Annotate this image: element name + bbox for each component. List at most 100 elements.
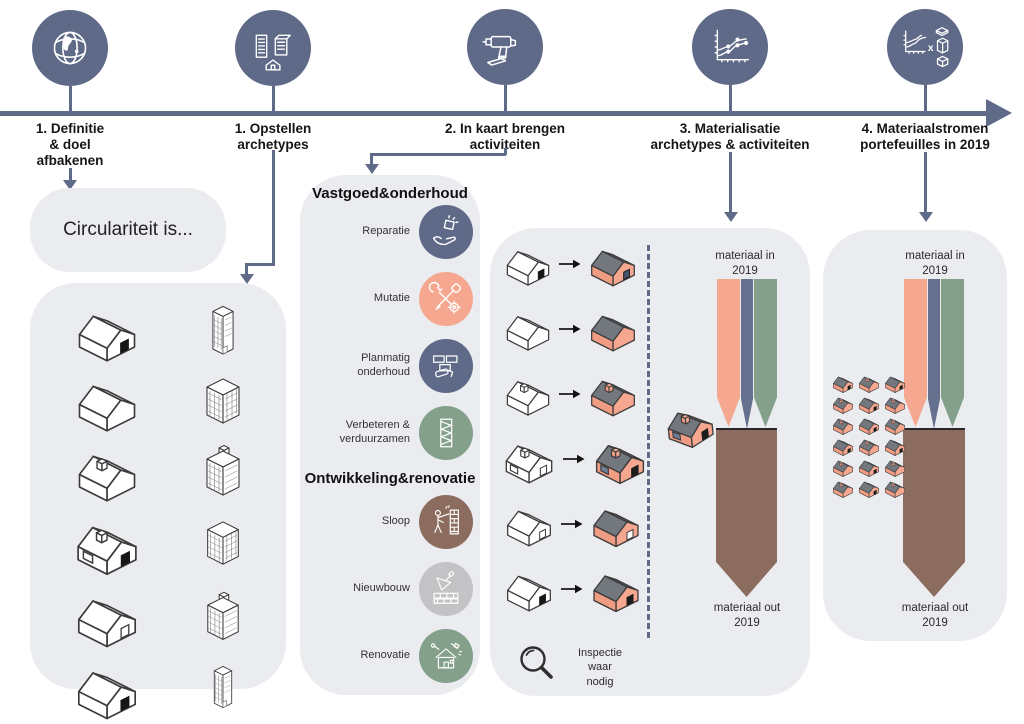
wrench-screwdriver-icon xyxy=(428,281,462,314)
drill-icon xyxy=(482,35,517,66)
house-icon xyxy=(67,437,147,507)
house-before-icon xyxy=(498,367,558,420)
connector-step5 xyxy=(924,152,927,213)
building-icon xyxy=(200,589,246,646)
material-in-arrow-blue xyxy=(741,279,753,429)
connector-step1-arrowhead-icon xyxy=(63,180,77,190)
buildings-icon xyxy=(255,34,291,71)
connector-step3-v xyxy=(504,148,507,155)
activity-row-planmatig: Planmatig onderhoud xyxy=(303,339,473,393)
step2-circle xyxy=(235,10,311,86)
activity-label: Reparatie xyxy=(362,225,410,238)
house-after-icon xyxy=(584,495,648,552)
activity-label: Verbeteren & verduurzamen xyxy=(339,419,410,445)
building-icon xyxy=(201,303,245,362)
connector-step4-arrowhead-icon xyxy=(723,212,738,222)
section-title-ontwikkeling: Ontwikkeling&renovatie xyxy=(304,470,476,487)
activity-row-sloop: Sloop xyxy=(303,495,473,549)
chart-times-portfolio-icon: x xyxy=(903,27,949,68)
step5-label: 4. Materiaalstromen portefeuilles in 201… xyxy=(860,121,990,152)
connector-step2-h xyxy=(245,263,275,266)
activity-circle xyxy=(419,562,473,616)
activity-circle xyxy=(419,495,473,549)
step2-stem xyxy=(272,86,275,111)
house-pair-row xyxy=(498,236,644,291)
material-in-label: materiaal in 2019 xyxy=(905,250,965,277)
material-in-arrow-green xyxy=(754,279,777,427)
ground-line xyxy=(903,428,965,430)
transform-arrow-icon xyxy=(561,584,583,593)
globe-icon xyxy=(53,31,87,65)
svg-text:x: x xyxy=(928,43,934,54)
material-out-label: materiaal out 2019 xyxy=(901,602,969,629)
activity-label: Planmatig onderhoud xyxy=(357,352,410,378)
transform-arrow-icon xyxy=(561,519,583,528)
connector-step2-v2 xyxy=(245,263,248,275)
activity-label: Mutatie xyxy=(373,292,410,305)
archetype-house-icon xyxy=(655,393,725,456)
line-chart-icon xyxy=(714,29,750,63)
step3-stem xyxy=(504,85,507,111)
section-title-vastgoed: Vastgoed&onderhoud xyxy=(312,185,468,202)
house-pair-row xyxy=(498,301,644,356)
transform-arrow-icon xyxy=(559,324,581,333)
building-icon xyxy=(204,661,242,717)
timeline-line xyxy=(0,111,988,116)
connector-step2-arrowhead-icon xyxy=(239,274,254,284)
portfolio-house-grid xyxy=(830,372,914,498)
step1-circle xyxy=(32,10,108,86)
house-after-icon xyxy=(586,429,654,489)
connector-step5-arrowhead-icon xyxy=(918,212,933,222)
ground-line xyxy=(716,428,777,430)
definition-text: Circulariteit is... xyxy=(63,219,193,240)
panel-divider xyxy=(647,245,650,638)
step5-circle: x xyxy=(887,9,963,85)
house-pair-row xyxy=(498,560,648,617)
house-icon xyxy=(66,653,148,724)
small-house-icon xyxy=(829,475,857,500)
magnifier-icon xyxy=(520,646,553,679)
house-before-icon xyxy=(496,430,562,488)
building-icon xyxy=(199,374,247,430)
house-after-icon xyxy=(584,560,648,617)
material-in-arrow-salmon xyxy=(904,279,927,427)
inspection-note: Inspectie waar nodig xyxy=(577,647,623,688)
connector-step3-h xyxy=(370,153,506,156)
activity-label: Sloop xyxy=(381,515,410,528)
house-tools-icon xyxy=(430,642,463,669)
step3-label: 2. In kaart brengen activiteiten xyxy=(444,121,566,152)
house-after-icon xyxy=(582,366,644,421)
house-after-icon xyxy=(582,301,644,356)
activity-circle xyxy=(419,272,473,326)
house-before-icon xyxy=(498,496,560,551)
activity-circle xyxy=(419,629,473,683)
insulation-icon xyxy=(440,418,453,448)
house-icon xyxy=(66,581,148,653)
bricks-roller-icon xyxy=(433,355,458,378)
step1-label: 1. Definitie & doel afbakenen xyxy=(35,121,105,168)
transform-arrow-icon xyxy=(563,454,585,464)
material-in-label: materiaal in 2019 xyxy=(715,250,775,277)
material-out-arrow xyxy=(903,430,965,597)
step2-label: 1. Opstellen archetypes xyxy=(234,121,312,152)
house-icon xyxy=(65,507,149,581)
house-icon xyxy=(67,297,147,367)
building-icon xyxy=(200,517,246,571)
activity-circle xyxy=(419,205,473,259)
activity-row-verbeteren: Verbeteren & verduurzamen xyxy=(303,406,473,460)
building-icon xyxy=(199,442,247,502)
house-icon xyxy=(67,367,147,437)
connector-step1 xyxy=(69,168,72,181)
trowel-bricks-icon xyxy=(433,571,459,604)
activity-row-renovatie: Renovatie xyxy=(303,629,473,683)
activity-row-mutatie: Mutatie xyxy=(303,272,473,326)
house-before-icon xyxy=(498,302,558,355)
step4-label: 3. Materialisatie archetypes & activitei… xyxy=(650,121,810,152)
activity-label: Renovatie xyxy=(360,649,410,662)
house-before-icon xyxy=(498,237,558,290)
material-out-arrow xyxy=(716,430,777,597)
house-pair-row xyxy=(498,366,644,421)
step3-circle xyxy=(467,9,543,85)
activity-circle xyxy=(419,406,473,460)
